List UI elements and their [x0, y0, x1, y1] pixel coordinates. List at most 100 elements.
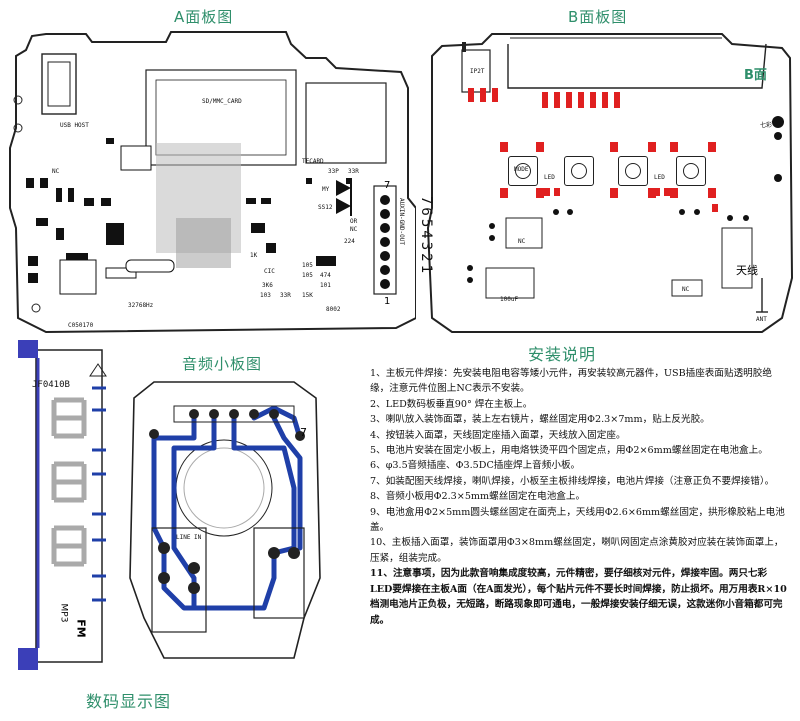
b-face-label: B面 [744, 68, 767, 83]
led-pad [654, 188, 660, 196]
instruction-9: 9、电池盒用Φ2×5mm圆头螺丝固定在面壳上，天线用Φ2.6×6mm螺丝固定，拱… [370, 506, 785, 534]
part-nc-b: NC [52, 168, 60, 175]
part-474: 474 [320, 272, 331, 279]
part-8002: 8002 [326, 306, 341, 313]
board-a-title: A面板图 [174, 8, 234, 26]
pin-7-label: 7 [384, 180, 391, 191]
part-105-b: 105 [302, 272, 313, 279]
btn-pad [648, 188, 656, 198]
part-103: 103 [260, 292, 271, 299]
part-33p: 33P [328, 168, 339, 175]
pin-1-label: 1 [384, 296, 391, 307]
display-strip [18, 340, 107, 670]
part-ss12: SS12 [318, 204, 333, 211]
digital-display-diagram: JF0410B MP3 FM [14, 340, 114, 670]
led-2-label: LED [654, 174, 665, 181]
display-pad-3 [566, 92, 572, 108]
display-pad-5 [590, 92, 596, 108]
instruction-7: 7、如装配图天线焊接，喇叭焊接，小板至主板排线焊接，电池片焊接（注意正负不要焊接… [370, 475, 775, 487]
instruction-8: 8、音频小板用Φ2.3×5mm螺丝固定在电池盒上。 [370, 491, 586, 503]
install-instructions: 1、主板元件焊接：先安装电阻电容等矮小元件，再安装较高元器件，USB插座表面贴透… [370, 366, 788, 628]
display-pad-1 [542, 92, 548, 108]
part-15k: 15K [302, 292, 313, 299]
audio-jack-label: LINE IN [176, 534, 202, 541]
instruction-4: 4、按钮装入面罩，天线固定座插入面罩，天线放入固定座。 [370, 429, 626, 441]
audio-board-outline [129, 381, 321, 659]
btn-pad [670, 142, 678, 152]
part-105-a: 105 [302, 262, 313, 269]
ant-label: ANT [756, 316, 767, 323]
board-b-diagram: IP2T B面 MODE LED LED 7654321 NC 100uF NC… [418, 28, 798, 338]
part-224: 224 [344, 238, 355, 245]
button-4-graphic [676, 156, 706, 186]
btn-pad [610, 188, 618, 198]
led-1-label: LED [544, 174, 555, 181]
display-pad-6 [602, 92, 608, 108]
side-label: 七彩 [760, 122, 773, 129]
install-instructions-title: 安装说明 [528, 345, 597, 364]
btn-pad [500, 142, 508, 152]
audio-pin-7-label: 7 [300, 426, 307, 439]
cap-small-label: NC [682, 286, 690, 293]
btn-pad [500, 188, 508, 198]
instruction-2: 2、LED数码板垂直90° 焊在主板上。 [370, 398, 533, 410]
display-pad-7 [614, 92, 620, 108]
display-pad-2 [554, 92, 560, 108]
audio-board-diagram: LINE IN 7 [124, 378, 324, 668]
btn-pad [708, 142, 716, 152]
instruction-5: 5、电池片安装在固定小板上，用电烙铁烫平四个固定点，用Φ2×6mm螺丝固定在电池… [370, 445, 768, 457]
instruction-3: 3、喇叭放入装饰面罩，装上左右镜片，螺丝固定用Φ2.3×7mm，贴上反光胶。 [370, 414, 710, 426]
part-33r: 33R [348, 168, 359, 175]
part-3k6: 3K6 [262, 282, 273, 289]
connector-right-label: AUXIN-GND-OUT [398, 198, 405, 245]
button-2-graphic [564, 156, 594, 186]
part-or: OR [350, 218, 358, 225]
digital-display-title: 数码显示图 [86, 692, 172, 711]
btn-pad [670, 188, 678, 198]
board-b-title: B面板图 [568, 8, 628, 26]
part-33r-b: 33R [280, 292, 291, 299]
led-pad [554, 188, 560, 196]
board-a-outline [9, 31, 416, 334]
button-3-graphic [618, 156, 648, 186]
switch-pad-2 [480, 88, 486, 102]
part-101: 101 [320, 282, 331, 289]
part-nc: NC [350, 226, 358, 233]
led-pad [544, 188, 550, 196]
board-a-diagram: USB HOST SD/MMC_CARD TFCARD AUXIN-GND-OU… [6, 28, 416, 338]
antenna-label: 天线 [736, 264, 758, 277]
display-pad-4 [578, 92, 584, 108]
part-c050170: C050170 [68, 322, 94, 329]
instruction-1: 1、主板元件焊接：先安装电阻电容等矮小元件，再安装较高元器件，USB插座表面贴透… [370, 368, 772, 395]
switch-pad-3 [492, 88, 498, 102]
part-1k: 1K [250, 252, 258, 259]
instruction-11: 11、注意事项，因为此款音响集成度较高，元件精密，要仔细核对元件，焊接牢固。两只… [370, 568, 787, 626]
strip-code-label: JF0410B [32, 380, 70, 390]
btn-pad [648, 142, 656, 152]
mode-button-graphic [508, 156, 538, 186]
btn-pad [536, 188, 544, 198]
btn-pad [536, 142, 544, 152]
cap-nc-label: NC [518, 238, 526, 245]
usb-host-label: USB HOST [60, 122, 89, 129]
instruction-6: 6、φ3.5音频插座、Φ3.5DC插座焊上音频小板。 [370, 460, 581, 472]
tf-card-label: TFCARD [302, 158, 324, 165]
mode-button-label: MODE [514, 166, 529, 173]
audio-board-title: 音频小板图 [182, 355, 263, 373]
part-cic: CIC [264, 268, 275, 275]
switch-pad-1 [468, 88, 474, 102]
btn-pad [610, 142, 618, 152]
pin-number-label: 7654321 [418, 196, 434, 277]
board-b-outline [426, 33, 794, 333]
mp3-label: MP3 [58, 603, 69, 623]
fm-label: FM [74, 619, 88, 638]
led-pad [664, 188, 670, 196]
cap-100uf-label: 100uF [500, 296, 519, 303]
sd-card-label: SD/MMC_CARD [202, 98, 242, 105]
btn-pad [708, 188, 716, 198]
part-my: MY [322, 186, 330, 193]
led-pad [712, 204, 718, 212]
part-32768hz: 32768Hz [128, 302, 154, 309]
switch-label: IP2T [470, 68, 485, 75]
instruction-10: 10、主板插入面罩，装饰面罩用Φ3×8mm螺丝固定，喇叭网固定点涂黄胶对应装在装… [370, 537, 784, 564]
